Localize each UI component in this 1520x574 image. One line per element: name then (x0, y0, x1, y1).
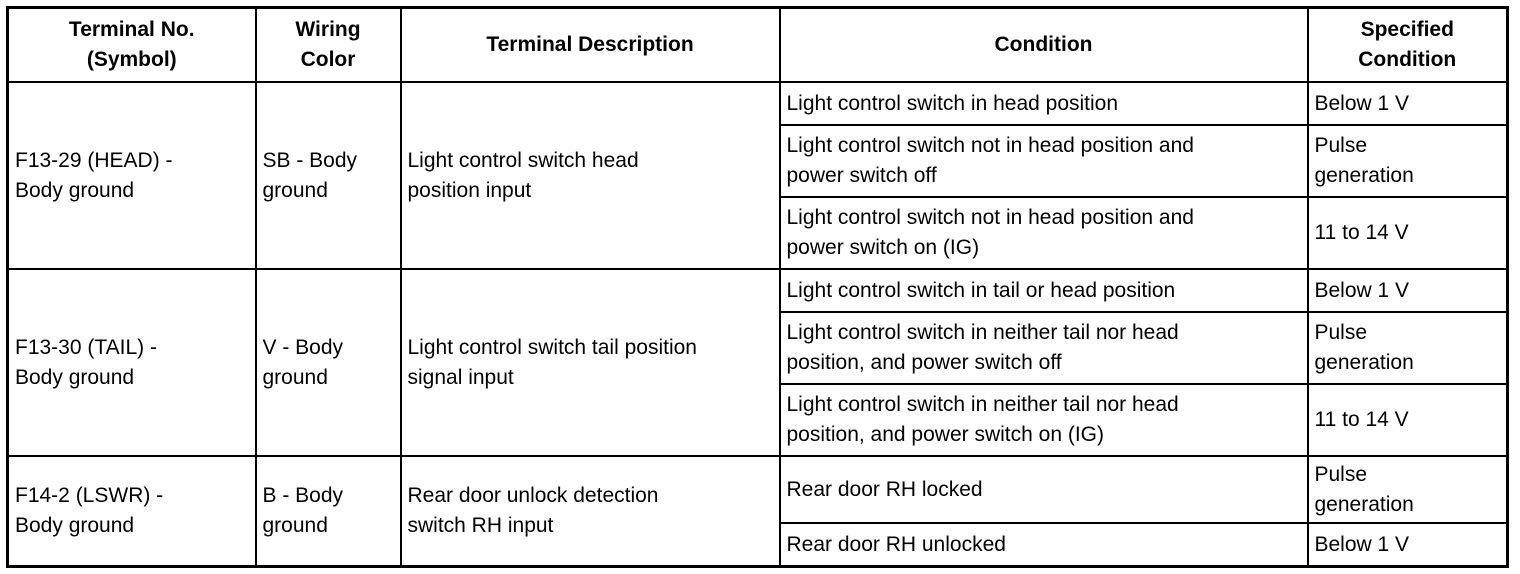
specified-condition-cell: 11 to 14 V (1306, 196, 1509, 270)
terminal-description-cell: Rear door unlock detection switch RH inp… (399, 455, 781, 568)
table-row: Light control switch not in head positio… (8, 124, 1509, 198)
wiring-color-cell: SB - Body ground (254, 81, 402, 270)
specified-condition-cell: 11 to 14 V (1306, 383, 1509, 457)
condition-cell: Light control switch in neither tail nor… (778, 383, 1309, 457)
specified-condition-cell: Pulse generation (1306, 124, 1509, 198)
terminal-cell: F13-29 (HEAD) - Body ground (6, 81, 257, 270)
header-wiring-color: Wiring Color (254, 6, 402, 83)
table-row: Rear door RH unlocked Below 1 V (8, 522, 1509, 568)
header-terminal-description: Terminal Description (399, 6, 781, 83)
header-condition: Condition (778, 6, 1309, 83)
condition-cell: Light control switch in tail or head pos… (778, 268, 1309, 313)
table-body: F13-29 (HEAD) - Body ground SB - Body gr… (6, 81, 1509, 568)
condition-cell: Light control switch not in head positio… (778, 196, 1309, 270)
condition-cell: Rear door RH unlocked (778, 522, 1309, 568)
condition-cell: Rear door RH locked (778, 455, 1309, 524)
specified-condition-cell: Pulse generation (1306, 311, 1509, 385)
specified-condition-cell: Below 1 V (1306, 522, 1509, 568)
terminal-cell: F14-2 (LSWR) - Body ground (6, 455, 257, 568)
table-row: F13-30 (TAIL) - Body ground V - Body gro… (6, 268, 1509, 457)
table-header: Terminal No. (Symbol) Wiring Color Termi… (6, 6, 1509, 83)
table-row: Light control switch in neither tail nor… (8, 311, 1509, 385)
terminal-description-cell: Light control switch head position input (399, 81, 781, 270)
header-specified-condition: Specified Condition (1306, 6, 1509, 83)
terminal-table-container: Terminal No. (Symbol) Wiring Color Termi… (6, 6, 1509, 568)
specified-condition-cell: Below 1 V (1306, 81, 1509, 126)
table-row: F13-29 (HEAD) - Body ground SB - Body gr… (6, 81, 1509, 270)
table-row: Light control switch in neither tail nor… (8, 383, 1509, 457)
condition-cell: Light control switch in head position (778, 81, 1309, 126)
condition-cell: Light control switch in neither tail nor… (778, 311, 1309, 385)
wiring-color-cell: V - Body ground (254, 268, 402, 457)
condition-cell: Light control switch not in head positio… (778, 124, 1309, 198)
specified-condition-cell: Below 1 V (1306, 268, 1509, 313)
wiring-color-cell: B - Body ground (254, 455, 402, 568)
terminal-table: Terminal No. (Symbol) Wiring Color Termi… (6, 6, 1509, 568)
terminal-cell: F13-30 (TAIL) - Body ground (6, 268, 257, 457)
header-terminal: Terminal No. (Symbol) (6, 6, 257, 83)
table-row: F14-2 (LSWR) - Body ground B - Body grou… (6, 455, 1509, 568)
specified-condition-cell: Pulse generation (1306, 455, 1509, 524)
terminal-description-cell: Light control switch tail position signa… (399, 268, 781, 457)
header-row: Terminal No. (Symbol) Wiring Color Termi… (6, 6, 1509, 83)
table-row: Light control switch not in head positio… (8, 196, 1509, 270)
